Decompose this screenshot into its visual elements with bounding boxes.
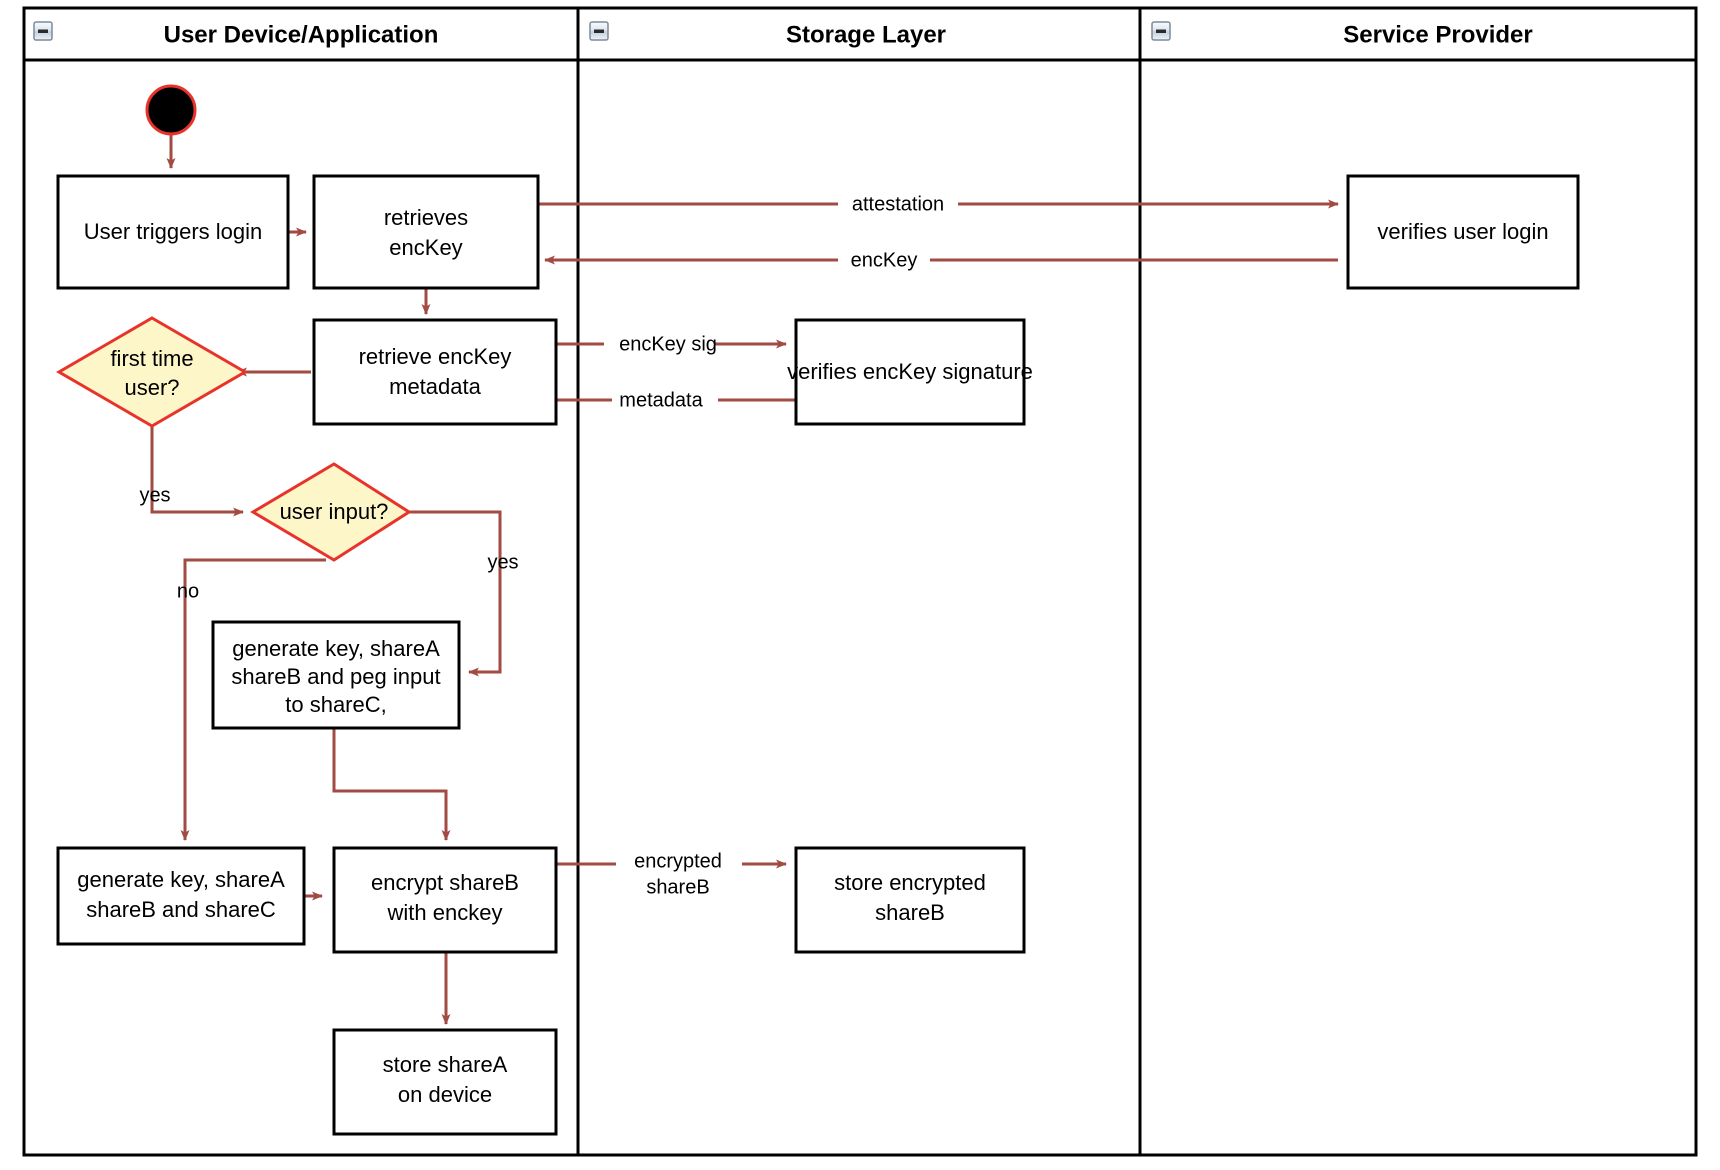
edge-label-enckey: encKey bbox=[851, 249, 918, 271]
edge-firsttime-yes bbox=[150, 414, 244, 517]
edge-userinput-yes bbox=[409, 510, 502, 677]
activity-generate-peg[interactable]: generate key, shareA shareB and peg inpu… bbox=[211, 620, 461, 730]
activity-verifies-enckey-signature[interactable]: verifies encKey signature bbox=[787, 318, 1033, 426]
activity-label-store-encrypted-line2: shareB bbox=[875, 900, 945, 925]
decision-label-first-time-user-line1: first time bbox=[110, 346, 193, 371]
lane-title-storage-layer: Storage Layer bbox=[786, 21, 946, 48]
edge-label-bg-enckey bbox=[838, 249, 930, 271]
initial-node[interactable] bbox=[145, 84, 197, 136]
activity-label-encrypt-shareb-line2: with enckey bbox=[387, 900, 503, 925]
activity-label-generate-peg-line1: generate key, shareA bbox=[232, 636, 440, 661]
decision-label-first-time-user-line2: user? bbox=[124, 375, 179, 400]
lane-header-user-device: User Device/Application bbox=[33, 21, 439, 48]
activity-encrypt-shareb[interactable]: encrypt shareB with enckey bbox=[332, 846, 558, 954]
activity-label-store-encrypted-line1: store encrypted bbox=[834, 870, 986, 895]
collapse-icon-service-provider[interactable] bbox=[1151, 21, 1171, 41]
edge-label-bg-metadata bbox=[612, 389, 718, 411]
activity-label-generate-shares-line2: shareB and shareC bbox=[86, 897, 276, 922]
collapse-icon-user-device[interactable] bbox=[33, 21, 53, 41]
edge-userinput-no bbox=[180, 558, 326, 841]
edge-label-no-userinput: no bbox=[177, 580, 199, 602]
edge-label-encrypted-line1: encrypted bbox=[634, 850, 722, 872]
activity-label-retrieve-metadata-line2: metadata bbox=[389, 374, 481, 399]
decision-first-time-user[interactable]: first time user? bbox=[56, 316, 248, 428]
lane-header-storage-layer: Storage Layer bbox=[589, 21, 946, 48]
lane-title-user-device: User Device/Application bbox=[164, 21, 439, 48]
decision-user-input[interactable]: user input? bbox=[250, 462, 412, 562]
activity-retrieve-enckey-metadata[interactable]: retrieve encKey metadata bbox=[312, 318, 558, 426]
edge-label-yes-userinput: yes bbox=[487, 551, 518, 573]
activity-label-retrieves-enckey-line2: encKey bbox=[389, 235, 462, 260]
activity-label-encrypt-shareb-line1: encrypt shareB bbox=[371, 870, 519, 895]
activity-label-generate-peg-line3: to shareC, bbox=[285, 692, 387, 717]
activity-label-user-triggers-login: User triggers login bbox=[84, 219, 263, 244]
activity-label-verifies-user-login: verifies user login bbox=[1377, 219, 1548, 244]
activity-label-generate-peg-line2: shareB and peg input bbox=[231, 664, 440, 689]
edge-peg-to-encrypt bbox=[332, 728, 451, 841]
activity-user-triggers-login[interactable]: User triggers login bbox=[56, 174, 290, 290]
edge-label-yes-firsttime: yes bbox=[139, 484, 170, 506]
activity-label-store-sharea-line1: store shareA bbox=[383, 1052, 508, 1077]
decision-label-user-input: user input? bbox=[280, 499, 389, 524]
collapse-icon-storage-layer[interactable] bbox=[589, 21, 609, 41]
edge-label-encrypted-line2: shareB bbox=[646, 876, 709, 898]
activity-label-store-sharea-line2: on device bbox=[398, 1082, 492, 1107]
edge-label-attestation: attestation bbox=[852, 193, 944, 215]
activity-label-retrieve-metadata-line1: retrieve encKey bbox=[359, 344, 512, 369]
edge-label-bg-enckey-sig bbox=[604, 333, 714, 355]
edge-label-enckey-sig: encKey sig bbox=[619, 333, 717, 355]
lane-title-service-provider: Service Provider bbox=[1343, 21, 1532, 48]
activity-label-retrieves-enckey-line1: retrieves bbox=[384, 205, 468, 230]
edge-label-bg-encrypted bbox=[616, 845, 742, 893]
activity-store-sharea-on-device[interactable]: store shareA on device bbox=[332, 1028, 558, 1136]
activity-store-encrypted-shareb[interactable]: store encrypted shareB bbox=[794, 846, 1026, 954]
activity-label-verifies-enckey-signature: verifies encKey signature bbox=[787, 359, 1033, 384]
activity-retrieves-enckey[interactable]: retrieves encKey bbox=[312, 174, 540, 290]
edge-label-metadata: metadata bbox=[619, 389, 703, 411]
edge-label-bg-attestation bbox=[838, 193, 958, 215]
activity-verifies-user-login[interactable]: verifies user login bbox=[1346, 174, 1580, 290]
activity-generate-shares[interactable]: generate key, shareA shareB and shareC bbox=[56, 846, 306, 946]
activity-label-generate-shares-line1: generate key, shareA bbox=[77, 867, 285, 892]
lane-header-service-provider: Service Provider bbox=[1151, 21, 1533, 48]
